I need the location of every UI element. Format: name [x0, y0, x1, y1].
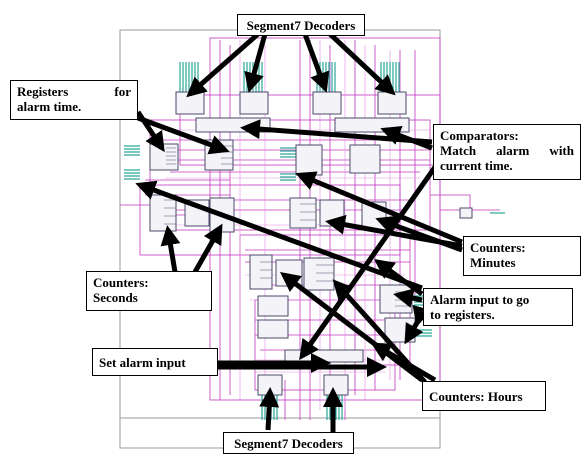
arrow	[192, 223, 223, 274]
label-text: Match alarm with	[440, 143, 574, 158]
counter-block	[289, 197, 317, 229]
arrow	[160, 225, 181, 273]
comparator-block	[334, 117, 410, 133]
decoder-block	[239, 91, 269, 115]
register-block	[257, 319, 289, 339]
label-text: to registers.	[430, 307, 495, 322]
label-alarm-input-registers: Alarm input to go to registers.	[423, 288, 573, 326]
arrow	[137, 115, 230, 155]
label-counters-seconds: Counters: Seconds	[86, 271, 212, 311]
label-text: Set alarm input	[99, 355, 186, 370]
label-text: Minutes	[470, 255, 516, 270]
arrow	[404, 312, 425, 345]
label-text: Comparators:	[440, 128, 519, 143]
decoder-block	[323, 374, 349, 396]
arrow	[186, 32, 260, 98]
label-segment7-decoders-bottom: Segment7 Decoders	[223, 432, 354, 454]
counter-block	[149, 194, 177, 232]
label-counters-hours: Counters: Hours	[422, 381, 546, 411]
arrow	[393, 288, 423, 308]
bus-lines-bottom	[261, 392, 343, 420]
label-registers-alarm-time: Registers for alarm time.	[10, 80, 138, 120]
arrow	[370, 342, 437, 383]
label-text: alarm time.	[17, 99, 82, 114]
comparator-block	[284, 349, 364, 363]
decoder-block	[312, 91, 342, 115]
label-text: Counters: Hours	[429, 389, 523, 404]
counter-block	[249, 254, 273, 290]
arrow	[302, 33, 330, 93]
register-block	[295, 144, 323, 176]
label-text: Registers for	[17, 84, 131, 99]
arrow	[328, 32, 396, 96]
label-text: Counters:	[470, 240, 526, 255]
label-segment7-decoders-top: Segment7 Decoders	[237, 14, 365, 36]
counter-block	[303, 257, 335, 291]
arrow	[295, 171, 463, 245]
register-block	[349, 144, 381, 174]
label-comparators: Comparators: Match alarm with current ti…	[433, 124, 581, 180]
counter-block	[275, 259, 303, 287]
label-set-alarm-input: Set alarm input	[92, 348, 218, 376]
arrow	[244, 33, 268, 93]
annotation-arrows	[135, 32, 463, 432]
label-text: current time.	[440, 158, 513, 173]
label-text: Segment7 Decoders	[234, 436, 343, 451]
decoder-block	[377, 91, 407, 115]
decoder-block	[175, 91, 205, 115]
label-text: Seconds	[93, 290, 138, 305]
label-text: Alarm input to go	[430, 292, 530, 307]
register-block	[257, 295, 289, 317]
arrow	[299, 158, 443, 361]
label-text: Segment7 Decoders	[246, 18, 356, 33]
arrow	[259, 387, 280, 431]
label-counters-minutes: Counters: Minutes	[463, 236, 581, 276]
label-text: Counters:	[93, 275, 149, 290]
arrow	[280, 271, 424, 382]
arrow	[380, 126, 433, 151]
input-block	[459, 207, 473, 219]
